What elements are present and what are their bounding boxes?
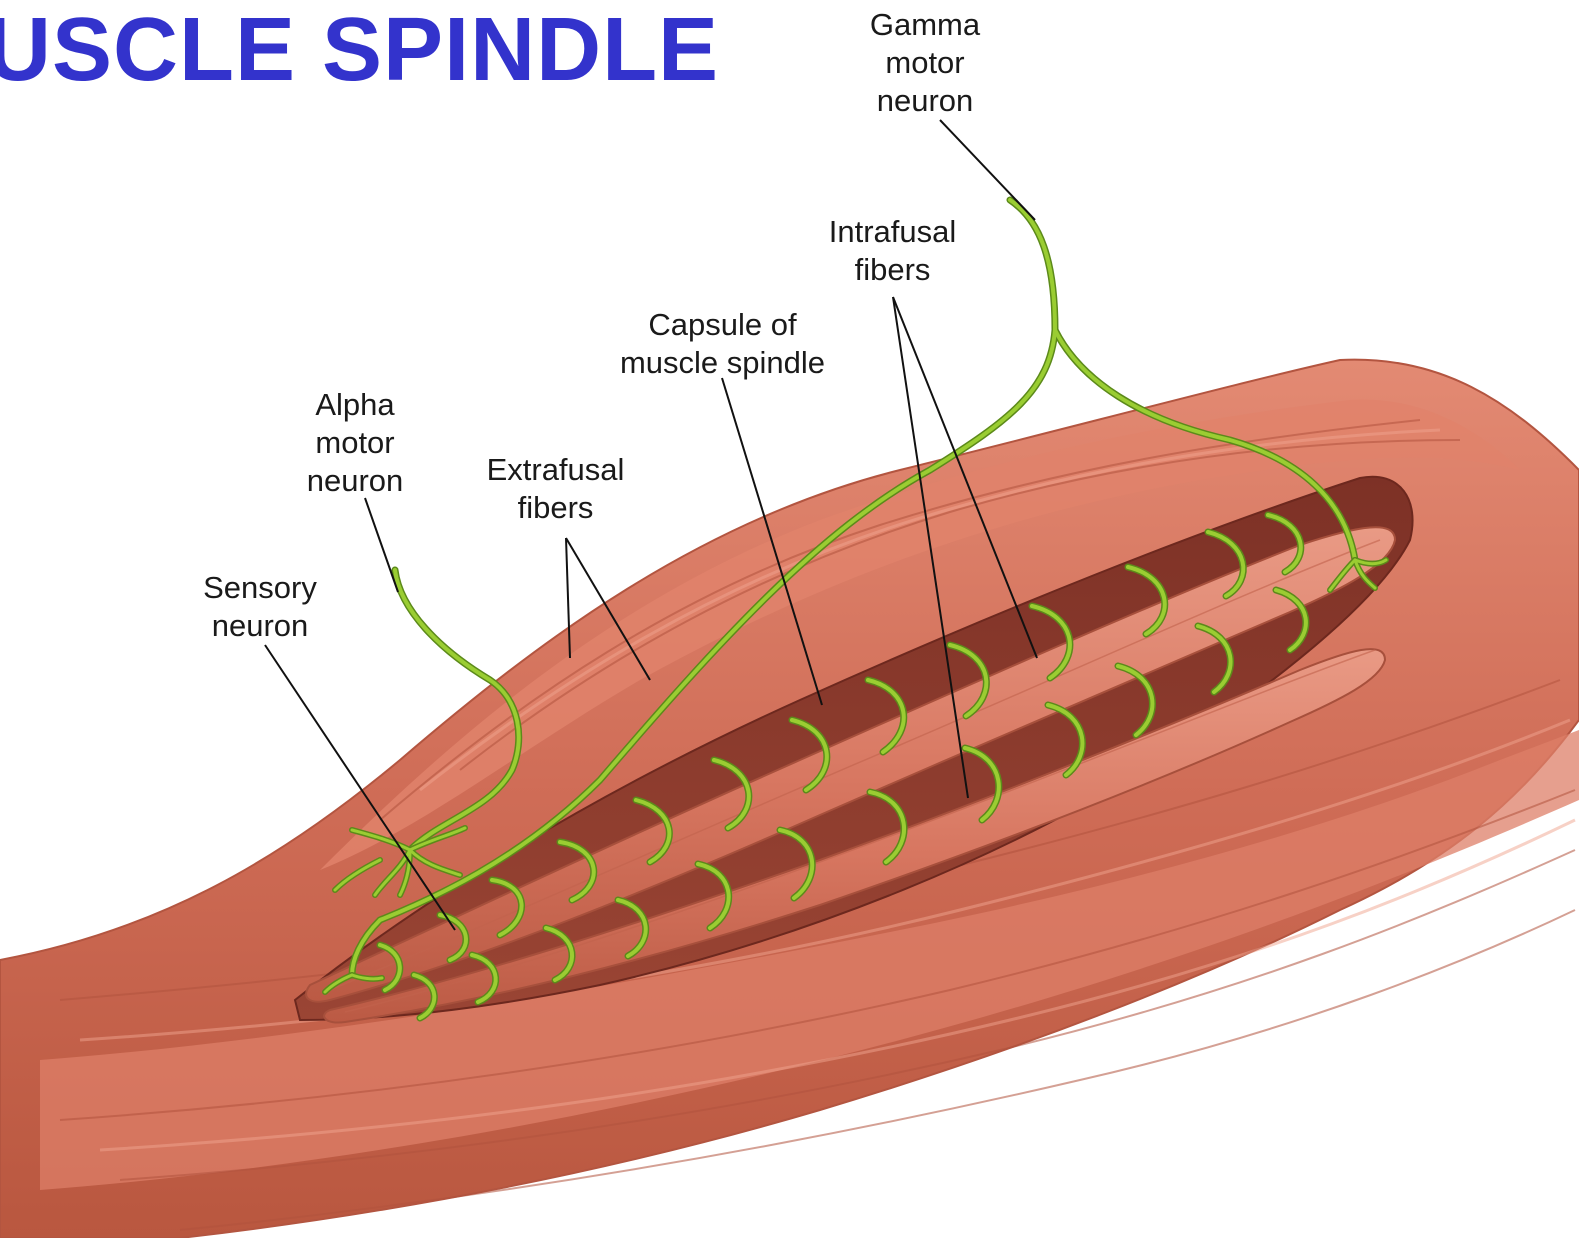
label-gamma-motor-neuron: Gamma motor neuron [850,6,1000,120]
label-extrafusal-fibers: Extrafusal fibers [468,451,643,527]
label-intrafusal-fibers: Intrafusal fibers [805,213,980,289]
label-capsule-of-muscle-spindle: Capsule of muscle spindle [595,306,850,382]
label-alpha-motor-neuron: Alpha motor neuron [285,386,425,500]
gamma-leader-line [940,120,1035,220]
label-sensory-neuron: Sensory neuron [185,569,335,645]
alpha-leader-line [365,498,398,592]
